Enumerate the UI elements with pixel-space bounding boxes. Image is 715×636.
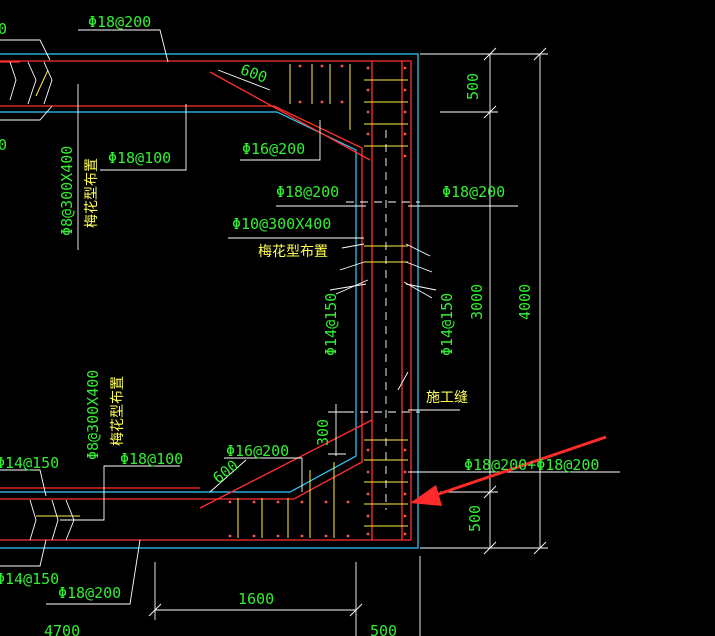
bottom-bar-label: Φ18@200 <box>58 584 121 602</box>
left-partial-label: 0 <box>0 136 7 154</box>
top-left-partial-label: 0 <box>0 20 7 38</box>
left-upper-bar-label: Φ18@100 <box>108 149 171 167</box>
wall-inner-bar-label: Φ18@200 <box>276 183 339 201</box>
bottom-right-bar-label: Φ18@200+Φ18@200 <box>464 456 599 474</box>
haunch-bar-bottom-label: Φ16@200 <box>226 442 289 460</box>
concrete-outline <box>0 53 419 549</box>
mid-dim-3000: 3000 <box>468 284 486 320</box>
rebar-dots <box>228 64 407 538</box>
bottom-dim-500: 500 <box>370 622 397 636</box>
haunch-bar-top-label: Φ16@200 <box>242 140 305 158</box>
annotation-arrow <box>410 435 607 506</box>
left-vertical-tie-label: Φ8@300X400 <box>58 146 76 236</box>
main-rebars <box>0 60 412 541</box>
left-lower-bar-label: Φ18@100 <box>120 450 183 468</box>
wall-inner-dist-label: Φ14@150 <box>322 293 340 356</box>
left-dist-upper-label: Φ14@150 <box>0 454 59 472</box>
top-right-dim: 500 <box>464 73 482 100</box>
bottom-dim-1600: 1600 <box>238 590 274 608</box>
haunch-bottom-dim: 600 <box>209 456 241 487</box>
haunch-top-dim: 600 <box>238 60 270 86</box>
top-bar-label: Φ18@200 <box>88 13 151 31</box>
wall-outer-bar-label: Φ18@200 <box>442 183 505 201</box>
left-lower-note: 梅花型布置 <box>110 376 126 446</box>
wall-tie-label: Φ10@300X400 <box>232 215 331 233</box>
leader-lines <box>0 29 620 636</box>
wall-tie-note: 梅花型布置 <box>258 244 328 260</box>
left-lower-tie-label: Φ8@300X400 <box>84 370 102 460</box>
construction-joint-label: 施工缝 <box>426 390 468 406</box>
bottom-dim-4700: 4700 <box>44 622 80 636</box>
left-dist-lower-label: Φ14@150 <box>0 570 59 588</box>
left-vertical-note: 梅花型布置 <box>84 158 100 228</box>
wall-outer-dist-label: Φ14@150 <box>438 293 456 356</box>
haunch-vertical-dim: 300 <box>314 419 332 446</box>
bottom-right-dim: 500 <box>466 505 484 532</box>
total-dim-4000: 4000 <box>516 284 534 320</box>
